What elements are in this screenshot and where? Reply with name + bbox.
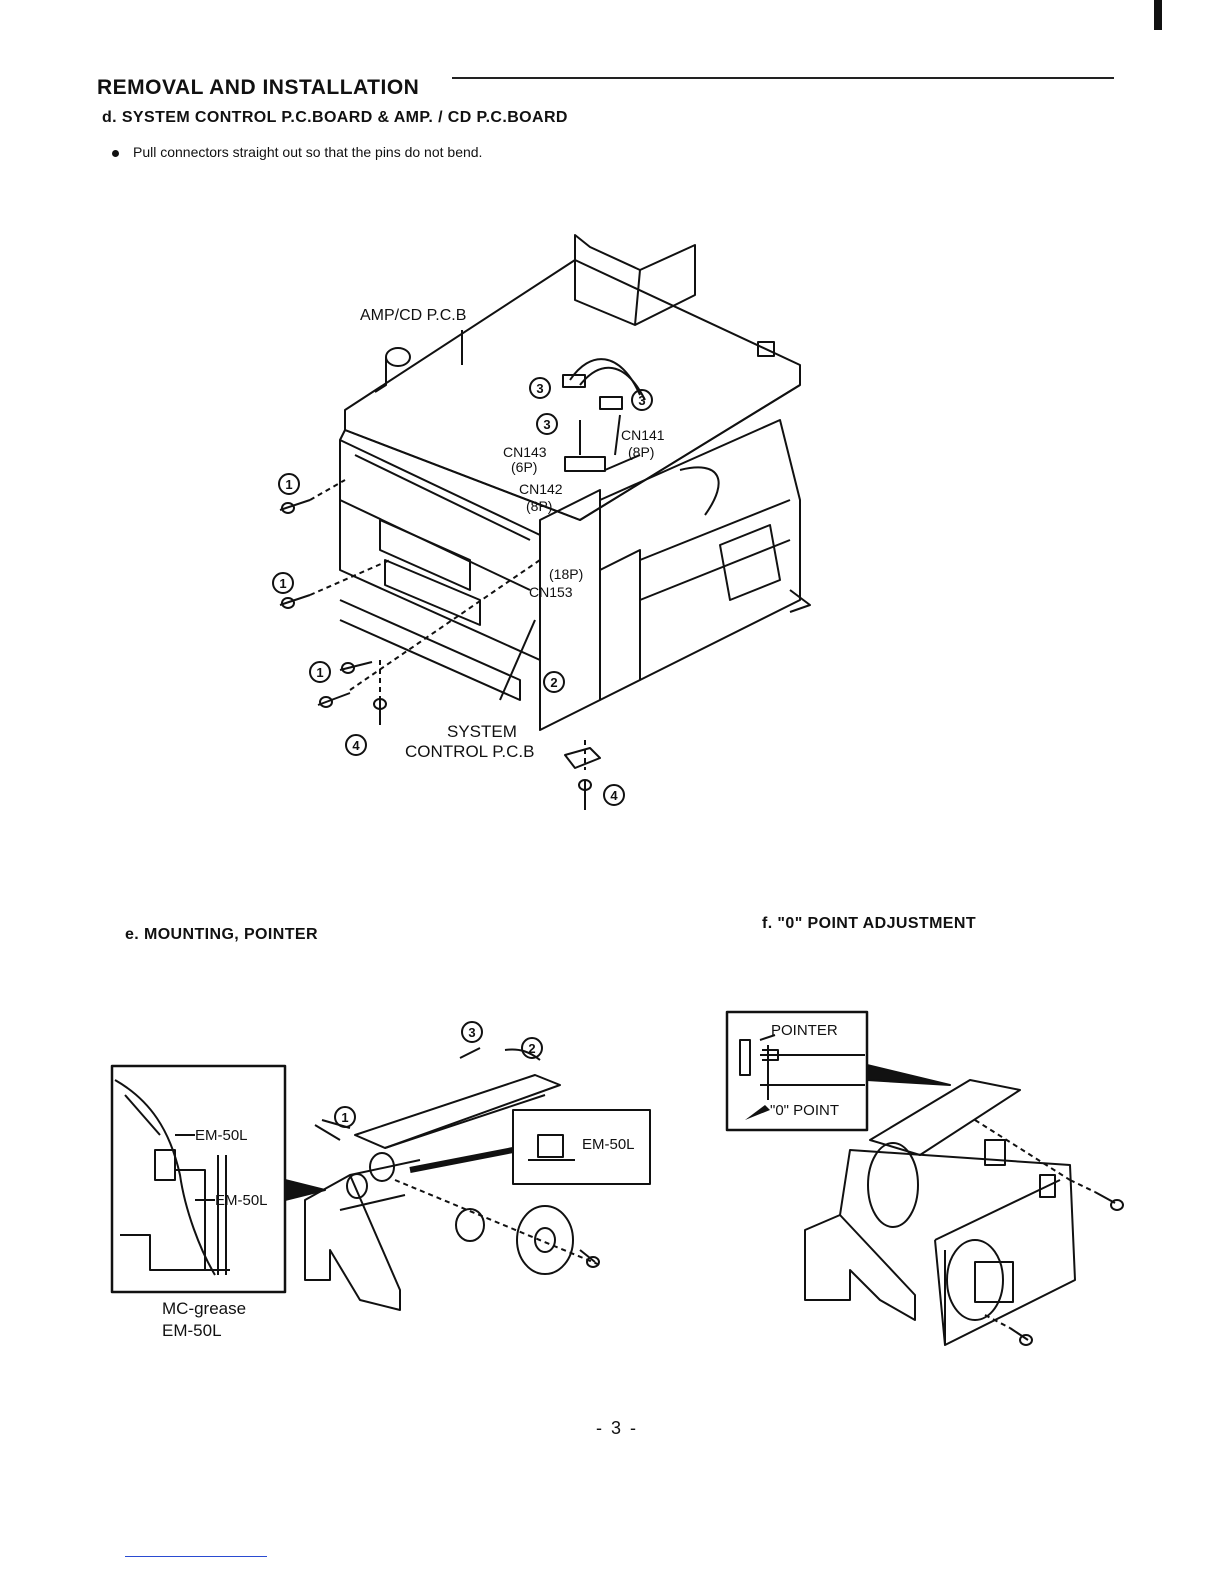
section-f-heading: f. "0" POINT ADJUSTMENT — [762, 915, 977, 932]
section-d-heading: d. SYSTEM CONTROL P.C.BOARD & AMP. / CD … — [102, 109, 568, 126]
step-3-marker: 3 — [536, 381, 543, 396]
label-cn143-pins: (6P) — [511, 459, 537, 475]
adjust-knob — [946, 1239, 1004, 1321]
label-amp-cd-pcb: AMP/CD P.C.B — [360, 307, 466, 324]
step-1-marker: 1 — [285, 477, 292, 492]
label-cn153-pins: (18P) — [549, 566, 583, 582]
label-pointer: POINTER — [771, 1022, 838, 1039]
grease-caption-line2: EM-50L — [162, 1321, 222, 1340]
label-cn142: CN142 — [519, 481, 563, 497]
bottom-bracket — [564, 747, 601, 769]
diagram-system-control-assembly: 1 1 1 2 3 3 3 4 4 AMP/CD P.C.B CN141 (8P… — [272, 234, 811, 810]
step-4-marker: 4 — [610, 788, 618, 803]
label-em50l-lower: EM-50L — [215, 1192, 268, 1209]
page-title: REMOVAL AND INSTALLATION — [97, 76, 420, 99]
label-em50l-upper: EM-50L — [195, 1127, 248, 1144]
connector-cn141 — [599, 396, 623, 410]
bullet-icon — [112, 149, 119, 157]
step-4-marker: 4 — [352, 738, 360, 753]
label-cn143: CN143 — [503, 444, 547, 460]
pointer-arm-f — [869, 1079, 1021, 1156]
label-cn141-pins: (8P) — [628, 444, 654, 460]
connector-cn143 — [562, 374, 586, 388]
grease-detail-inset-2 — [512, 1109, 651, 1185]
step-3-marker: 3 — [468, 1025, 475, 1040]
step-2-marker: 2 — [528, 1041, 535, 1056]
board-bracket — [574, 234, 696, 326]
page-number: - 3 - — [596, 1418, 639, 1438]
dial-disc — [867, 1142, 919, 1228]
small-gear — [455, 1208, 485, 1242]
note-text: Pull connectors straight out so that the… — [133, 144, 483, 160]
large-gear — [516, 1205, 574, 1275]
pointer-arm — [354, 1074, 561, 1149]
step-1-marker: 1 — [279, 576, 286, 591]
step-3-marker: 3 — [638, 393, 645, 408]
label-cn141: CN141 — [621, 427, 665, 443]
section-e-heading: e. MOUNTING, POINTER — [125, 926, 318, 943]
bottom-rule — [125, 1556, 267, 1557]
grease-caption-line1: MC-grease — [162, 1299, 247, 1318]
label-cn142-pins: (8P) — [526, 498, 552, 514]
frame-base-f — [804, 1214, 916, 1321]
motor-block — [974, 1261, 1014, 1303]
label-cn153: CN153 — [529, 584, 573, 600]
label-system: SYSTEM — [447, 722, 517, 741]
header-rule — [452, 77, 1114, 79]
pointer-base — [304, 1174, 401, 1311]
step-2-marker: 2 — [550, 675, 557, 690]
step-1-marker: 1 — [316, 665, 323, 680]
step-1-marker: 1 — [341, 1110, 348, 1125]
zero-point-arrow-icon — [745, 1105, 770, 1120]
board-knob — [757, 341, 775, 357]
label-zero-point: "0" POINT — [770, 1102, 839, 1119]
section-d-note: Pull connectors straight out so that the… — [112, 144, 482, 160]
label-em50l-inset: EM-50L — [582, 1136, 635, 1153]
scan-edge-mark — [1154, 0, 1162, 30]
step-3-marker: 3 — [543, 417, 550, 432]
label-control-pcb: CONTROL P.C.B — [405, 742, 534, 761]
mechanism-frame — [599, 419, 801, 681]
